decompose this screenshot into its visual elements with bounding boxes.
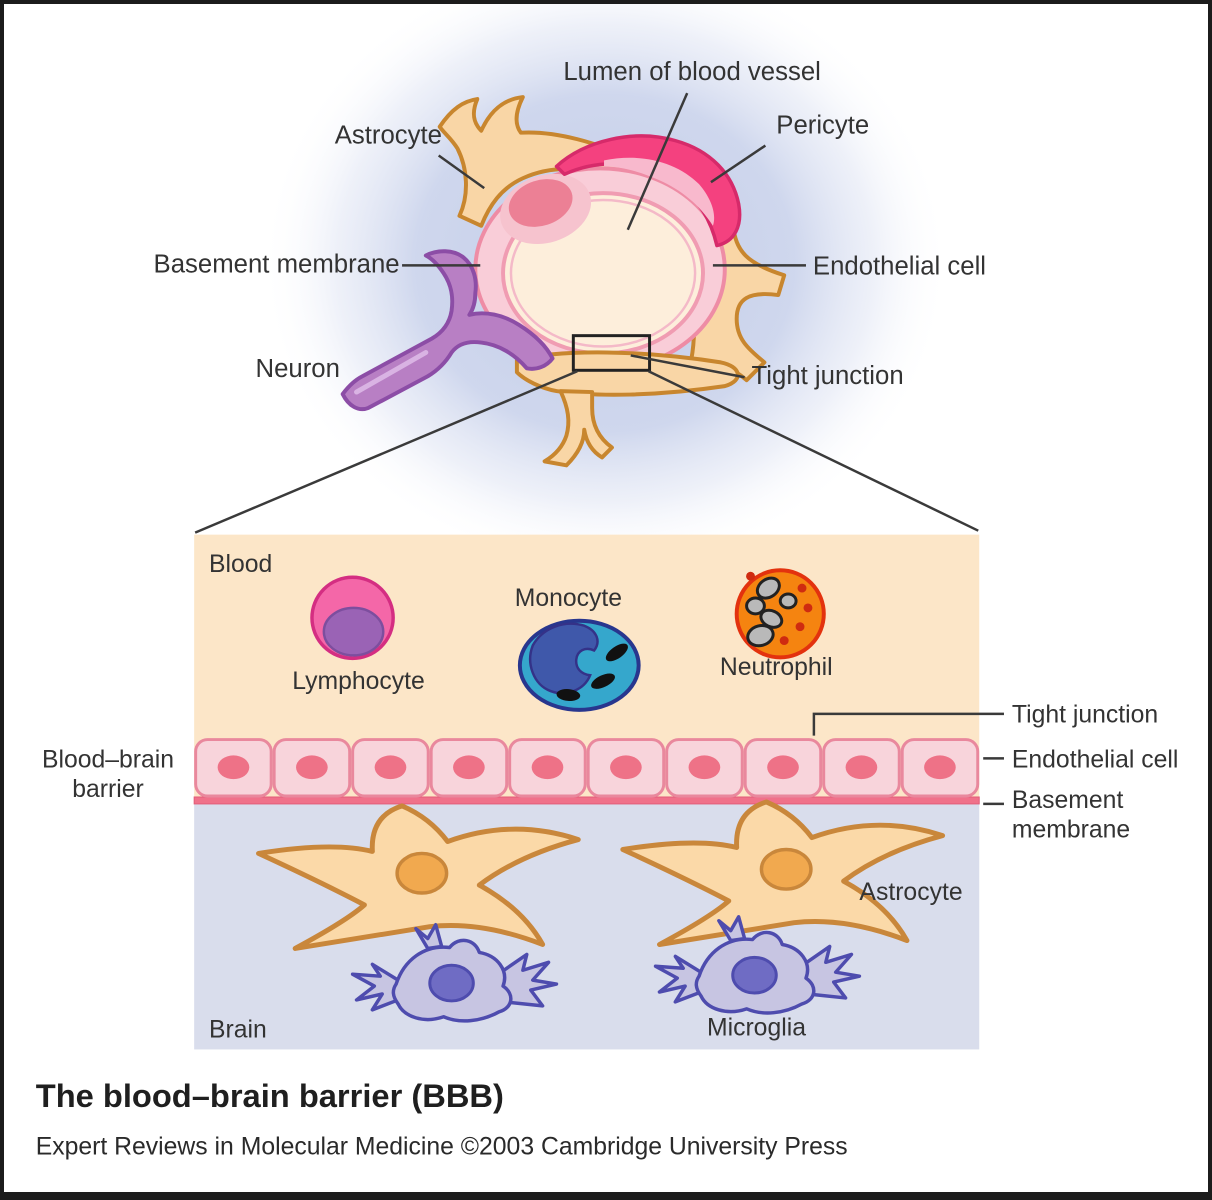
monocyte-cell (517, 618, 641, 712)
label-astrocyte-top: Astrocyte (335, 122, 442, 150)
label-tight-junction-panel: Tight junction (1012, 702, 1158, 729)
zoom-box (571, 334, 652, 372)
label-basement-line2: membrane (1012, 817, 1130, 844)
endothelial-cell-nucleus (767, 755, 799, 780)
neutrophil-granule (803, 603, 813, 613)
figure-credit: Expert Reviews in Molecular Medicine ©20… (36, 1133, 848, 1160)
blood-vessel (473, 166, 727, 373)
leader-pericyte (710, 144, 767, 184)
lymphocyte-nucleus (322, 606, 385, 657)
neutrophil-cell (734, 568, 826, 660)
leader-lumen (626, 92, 689, 231)
monocyte-granule (605, 643, 628, 662)
endothelial-cell-nucleus (531, 755, 564, 780)
label-endothelial-top: Endothelial cell (813, 252, 986, 280)
label-neuron: Neuron (256, 355, 340, 383)
leader-tight-junction-top (630, 354, 745, 379)
endothelial-row (194, 738, 980, 798)
label-basement-top: Basement membrane (154, 250, 400, 278)
endothelial-cell-nucleus (374, 755, 407, 780)
neutrophil-granule (746, 571, 755, 581)
label-blood: Blood (209, 551, 272, 578)
neutrophil-granule (795, 622, 805, 632)
label-barrier-line2: barrier (72, 776, 144, 803)
zoom-line-left (194, 370, 578, 534)
label-lumen: Lumen of blood vessel (563, 58, 821, 86)
figure-title: The blood–brain barrier (BBB) (36, 1077, 504, 1114)
bbb-diagram: Lumen of blood vessel Astrocyte Pericyte… (36, 4, 1178, 1160)
endothelial-cell-nucleus (453, 755, 485, 780)
neuron-axon-highlight (354, 350, 429, 395)
neutrophil-granule (779, 636, 789, 646)
neutrophil-granule (797, 583, 807, 593)
label-endothelial-panel: Endothelial cell (1012, 746, 1178, 773)
pericyte-inner (604, 157, 715, 226)
label-microglia: Microglia (707, 1015, 806, 1042)
label-lymphocyte: Lymphocyte (292, 668, 425, 695)
basement-membrane-band (193, 796, 980, 805)
endothelial-cell-nucleus (845, 755, 878, 780)
label-barrier-line1: Blood–brain (42, 746, 174, 773)
endothelial-nucleus-top (508, 179, 573, 227)
label-monocyte: Monocyte (515, 585, 622, 612)
monocyte-granule (591, 673, 615, 689)
label-basement-line1: Basement (1012, 787, 1124, 814)
monocyte-nucleus (529, 622, 599, 695)
label-pericyte: Pericyte (776, 112, 869, 140)
endothelial-cell-nucleus (610, 755, 642, 780)
neuron-cell (340, 249, 555, 412)
label-tight-junction-top: Tight junction (752, 362, 904, 390)
monocyte-granule (556, 689, 581, 702)
leader-astrocyte-top (437, 154, 485, 190)
endothelial-cell-nucleus (217, 755, 250, 780)
label-brain: Brain (209, 1017, 267, 1044)
zoom-line-right (648, 370, 979, 532)
endothelial-cell-nucleus (924, 755, 956, 780)
astrocyte-endfoot-stem (542, 389, 614, 468)
endothelium-inner-ring (509, 198, 697, 348)
neutrophil-nucleus-lobes (745, 576, 798, 648)
label-astrocyte-panel: Astrocyte (859, 879, 962, 906)
endothelial-cell-nucleus (296, 755, 328, 780)
label-neutrophil: Neutrophil (720, 654, 833, 681)
endothelial-cell-nucleus (688, 755, 721, 780)
lymphocyte-cell (310, 575, 395, 661)
leader-tight-junction-panel (812, 712, 1004, 736)
pericyte-cell (554, 134, 742, 248)
